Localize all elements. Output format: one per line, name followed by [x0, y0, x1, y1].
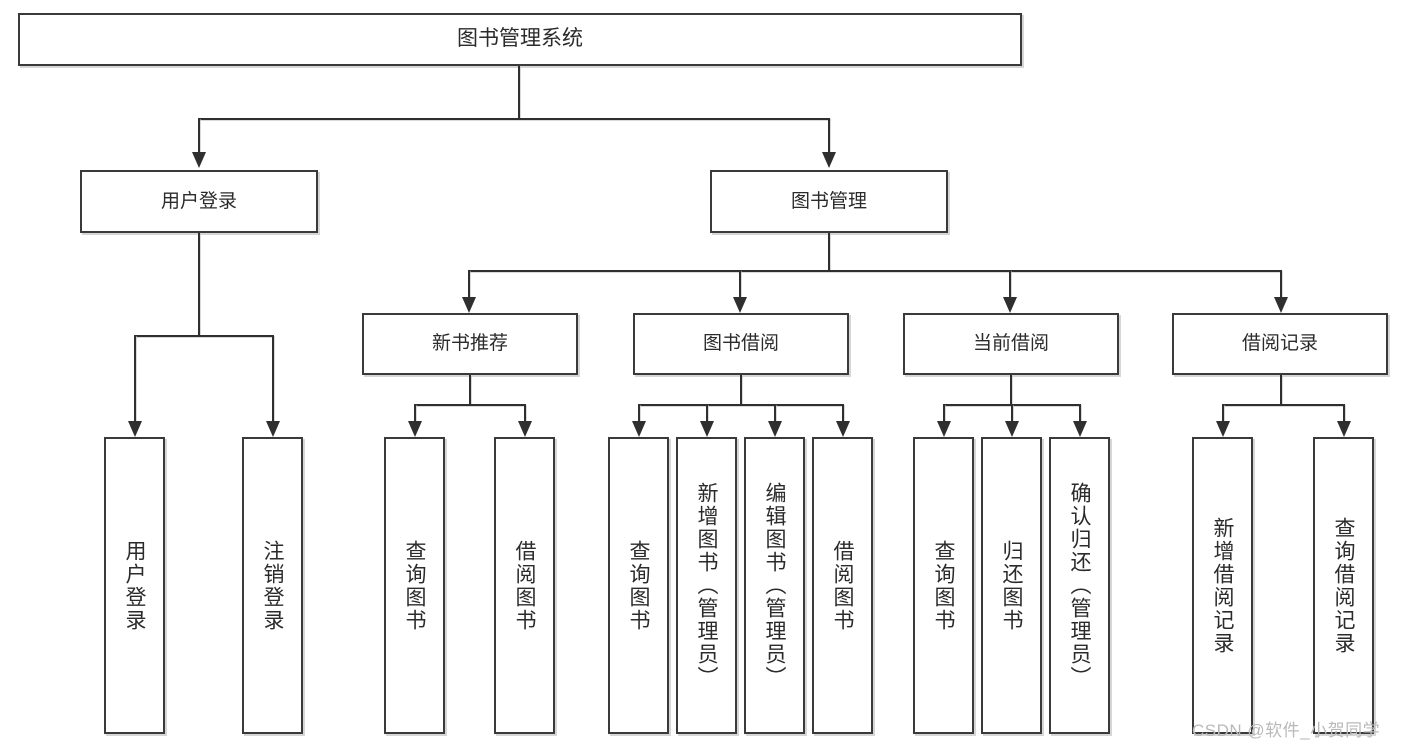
node-borrow-record[interactable]: 借阅记录 — [1172, 313, 1388, 375]
node-label: 借阅记录 — [1241, 333, 1318, 355]
arrow-to-borrow-record — [1274, 297, 1288, 313]
node-label: 查询借阅记录 — [1332, 516, 1355, 655]
connector-borrow-record-stem — [1280, 375, 1282, 404]
connector-current-borrow-stem — [1010, 375, 1012, 404]
connector-current-borrow-drop-1 — [943, 404, 945, 421]
node-label: 确认归还（管理员） — [1068, 482, 1091, 689]
leaf-query-book-borrow[interactable]: 查询图书 — [608, 437, 669, 734]
leaf-edit-book-admin[interactable]: 编辑图书（管理员） — [744, 437, 805, 734]
arrow-to-current-borrow — [1003, 297, 1017, 313]
connector-book-borrow-drop-1 — [638, 404, 640, 421]
node-label: 注销登录 — [261, 539, 284, 632]
arrow-to-borrow-record-leaf-1 — [1216, 421, 1230, 437]
arrow-to-book-manage — [822, 152, 836, 168]
arrow-to-current-borrow-leaf-3 — [1073, 421, 1087, 437]
connector-borrow-record-drop-2 — [1343, 404, 1345, 421]
arrow-to-current-borrow-leaf-1 — [937, 421, 951, 437]
node-root-book-management-system[interactable]: 图书管理系统 — [18, 13, 1022, 66]
connector-book-borrow-bus — [638, 404, 842, 406]
node-label: 用户登录 — [160, 190, 237, 212]
arrow-to-new-book-rec-leaf-1 — [408, 421, 422, 437]
arrow-to-book-borrow-leaf-3 — [768, 421, 782, 437]
connector-book-borrow-drop-2 — [706, 404, 708, 421]
connector-level2-drop-left — [198, 118, 200, 152]
leaf-borrow-book[interactable]: 借阅图书 — [812, 437, 873, 734]
node-label: 归还图书 — [1000, 539, 1023, 632]
node-label: 用户登录 — [123, 539, 146, 632]
node-label: 新书推荐 — [431, 333, 508, 355]
node-book-manage[interactable]: 图书管理 — [710, 170, 948, 233]
leaf-query-borrow-record[interactable]: 查询借阅记录 — [1313, 437, 1374, 734]
connector-root-stem — [518, 66, 520, 118]
connector-book-borrow-stem — [740, 375, 742, 404]
connector-new-book-rec-bus — [414, 404, 524, 406]
connector-level3-drop-3 — [1009, 270, 1011, 297]
arrow-to-current-borrow-leaf-2 — [1005, 421, 1019, 437]
arrow-to-new-book-rec — [462, 297, 476, 313]
node-label: 新增图书（管理员） — [695, 482, 718, 689]
node-label: 查询图书 — [627, 539, 650, 632]
node-label: 查询图书 — [932, 539, 955, 632]
connector-new-book-rec-drop-1 — [414, 404, 416, 421]
arrow-to-user-login — [192, 152, 206, 168]
connector-current-borrow-drop-3 — [1079, 404, 1081, 421]
node-new-book-recommend[interactable]: 新书推荐 — [362, 313, 578, 375]
arrow-to-new-book-rec-leaf-2 — [518, 421, 532, 437]
arrow-to-book-borrow-leaf-4 — [836, 421, 850, 437]
connector-current-borrow-drop-2 — [1011, 404, 1013, 421]
arrow-to-borrow-record-leaf-2 — [1337, 421, 1351, 437]
node-book-borrow[interactable]: 图书借阅 — [633, 313, 849, 375]
connector-borrow-record-drop-1 — [1222, 404, 1224, 421]
connector-book-borrow-drop-4 — [842, 404, 844, 421]
csdn-watermark: CSDN @软件_小贺同学 — [1192, 721, 1381, 740]
node-label: 查询图书 — [403, 539, 426, 632]
node-label: 编辑图书（管理员） — [763, 482, 786, 689]
node-label: 借阅图书 — [513, 539, 536, 632]
node-label: 图书管理 — [790, 190, 867, 212]
connector-level3-drop-4 — [1280, 270, 1282, 297]
leaf-logout[interactable]: 注销登录 — [242, 437, 303, 734]
node-label: 新增借阅记录 — [1211, 516, 1234, 655]
leaf-borrow-book-new-rec[interactable]: 借阅图书 — [494, 437, 555, 734]
connector-level2-drop-right — [828, 118, 830, 152]
leaf-query-book-new-rec[interactable]: 查询图书 — [384, 437, 445, 734]
connector-user-login-drop-2 — [272, 335, 274, 421]
connector-level3-drop-1 — [468, 270, 470, 297]
arrow-to-book-borrow-leaf-1 — [632, 421, 646, 437]
connector-book-manage-stem — [828, 233, 830, 270]
connector-level3-bus — [468, 270, 1280, 272]
node-label: 借阅图书 — [831, 539, 854, 632]
leaf-add-borrow-record[interactable]: 新增借阅记录 — [1192, 437, 1253, 734]
node-user-login[interactable]: 用户登录 — [80, 170, 318, 233]
node-current-borrow[interactable]: 当前借阅 — [903, 313, 1119, 375]
arrow-to-book-borrow-leaf-2 — [700, 421, 714, 437]
connector-new-book-rec-stem — [469, 375, 471, 404]
connector-level2-bus — [198, 118, 830, 120]
connector-book-borrow-drop-3 — [774, 404, 776, 421]
arrow-to-book-borrow — [733, 297, 747, 313]
node-label: 图书借阅 — [702, 333, 779, 355]
connector-level3-drop-2 — [739, 270, 741, 297]
leaf-add-book-admin[interactable]: 新增图书（管理员） — [676, 437, 737, 734]
connector-user-login-bus — [134, 335, 272, 337]
connector-borrow-record-bus — [1222, 404, 1343, 406]
leaf-query-book-current[interactable]: 查询图书 — [913, 437, 974, 734]
node-label: 图书管理系统 — [457, 27, 583, 51]
arrow-to-user-login-leaf-2 — [266, 421, 280, 437]
leaf-return-book[interactable]: 归还图书 — [981, 437, 1042, 734]
connector-user-login-drop-1 — [134, 335, 136, 421]
leaf-user-login[interactable]: 用户登录 — [104, 437, 165, 734]
connector-user-login-stem — [198, 233, 200, 335]
arrow-to-user-login-leaf-1 — [128, 421, 142, 437]
node-label: 当前借阅 — [972, 333, 1049, 355]
leaf-confirm-return-admin[interactable]: 确认归还（管理员） — [1049, 437, 1110, 734]
connector-new-book-rec-drop-2 — [524, 404, 526, 421]
